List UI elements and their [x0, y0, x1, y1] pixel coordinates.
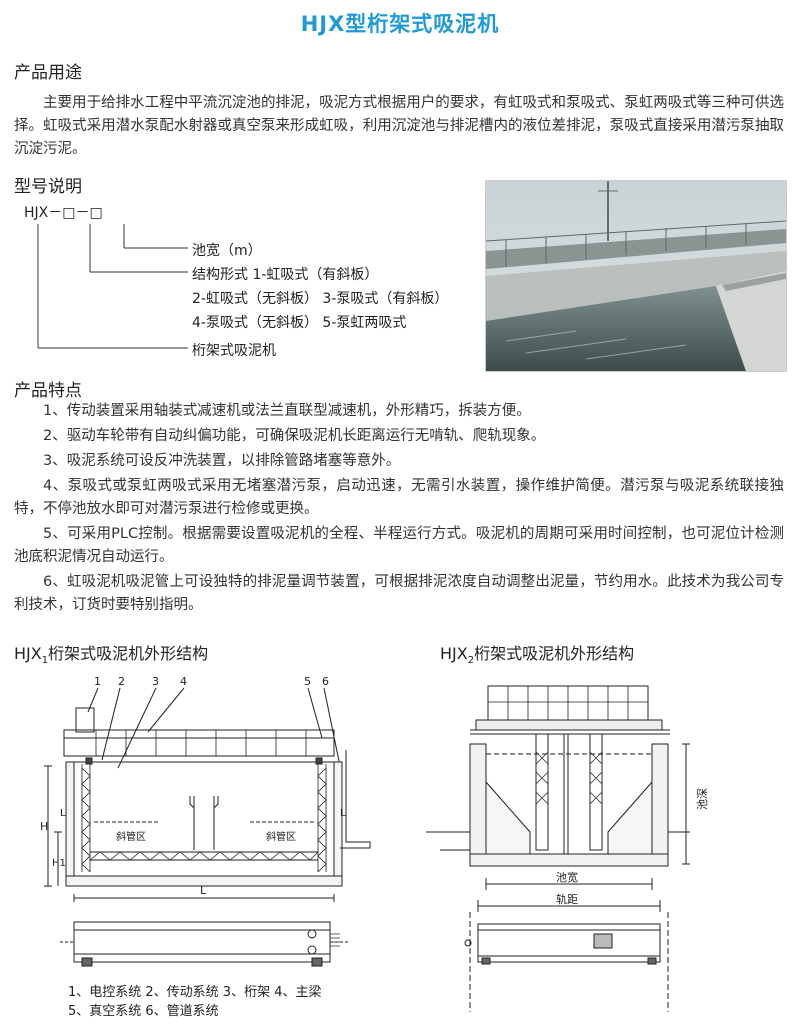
fig1-title: HJX1桁架式吸泥机外形结构: [14, 644, 209, 667]
model-tree-lines: [37, 224, 188, 349]
model-diagram: HJX－□－□ 池宽（m） 结构形式 1-虹吸式（有斜板） 2-虹吸式（无斜板）…: [24, 202, 494, 362]
fig1-dim-h: H: [40, 820, 48, 833]
model-line-width: 池宽（m）: [192, 243, 262, 259]
fig1-dim-l1: L: [60, 808, 66, 819]
usage-heading: 产品用途: [14, 63, 82, 83]
feature-item: 2、驱动车轮带有自动纠偏功能，可确保吸泥机长距离运行无啃轨、爬轨现象。: [43, 428, 546, 444]
fig1-slant-right: 斜管区: [266, 830, 296, 843]
fig1-legend-line: 1、电控系统 2、传动系统 3、桁架 4、主梁: [68, 985, 322, 1000]
product-photo: [485, 180, 787, 372]
page-title: HJX型桁架式吸泥机: [300, 12, 500, 36]
fig1-dim-l2: L: [340, 808, 346, 819]
model-heading: 型号说明: [14, 177, 82, 197]
feature-item: 6、虹吸泥机吸泥管上可设独特的排泥量调节装置，可根据排泥浓度自动调整出泥量，节约…: [14, 574, 784, 613]
fig1-label-4: 4: [180, 675, 187, 688]
model-line-type-4-5: 4-泵吸式（无斜板） 5-泵虹两吸式: [192, 315, 407, 331]
fig1-dim-l: L: [200, 884, 207, 897]
feature-item: 1、传动装置采用轴装式减速机或法兰直联型减速机，外形精巧，拆装方便。: [43, 403, 531, 419]
features-list: 1、传动装置采用轴装式减速机或法兰直联型减速机，外形精巧，拆装方便。 2、驱动车…: [14, 400, 784, 619]
fig2-dim-depth: 池深: [696, 788, 709, 810]
features-heading: 产品特点: [14, 381, 82, 401]
fig1-label-2: 2: [118, 675, 125, 688]
feature-item: 3、吸泥系统可设反冲洗装置，以排除管路堵塞等意外。: [43, 453, 401, 469]
model-line-structure: 结构形式 1-虹吸式（有斜板）: [192, 267, 379, 283]
fig1-slant-left: 斜管区: [116, 830, 146, 843]
usage-text: 主要用于给排水工程中平流沉淀池的排泥，吸泥方式根据用户的要求，有虹吸式和泵吸式、…: [14, 95, 784, 157]
fig1-diagram: 1 2 3 4 5 6 H H1 L L L 斜管区 斜管区: [40, 675, 371, 967]
fig1-label-5: 5: [304, 675, 311, 688]
fig1-label-6: 6: [322, 675, 329, 688]
fig2-diagram: 池宽 轨距 池深: [426, 685, 709, 1012]
model-line-name: 桁架式吸泥机: [192, 343, 276, 359]
fig2-dim-track: 轨距: [556, 892, 578, 906]
feature-item: 5、可采用PLC控制。根据需要设置吸泥机的全程、半程运行方式。吸泥机的周期可采用…: [14, 526, 784, 565]
fig1-legend: 1、电控系统 2、传动系统 3、桁架 4、主梁 5、真空系统 6、管道系统: [68, 983, 321, 1021]
fig1-legend-line: 5、真空系统 6、管道系统: [68, 1004, 219, 1019]
fig2-dim-width: 池宽: [556, 870, 578, 884]
fig1-label-1: 1: [94, 675, 101, 688]
model-code: HJX－□－□: [24, 205, 103, 221]
fig1-dim-h1: H1: [52, 858, 66, 869]
feature-item: 4、泵吸式或泵虹两吸式采用无堵塞潜污泵，启动迅速，无需引水装置，操作维护简便。潜…: [14, 478, 784, 517]
fig2-title: HJX2桁架式吸泥机外形结构: [440, 644, 635, 667]
fig1-label-3: 3: [152, 675, 159, 688]
model-line-type-2-3: 2-虹吸式（无斜板） 3-泵吸式（有斜板）: [192, 291, 449, 307]
